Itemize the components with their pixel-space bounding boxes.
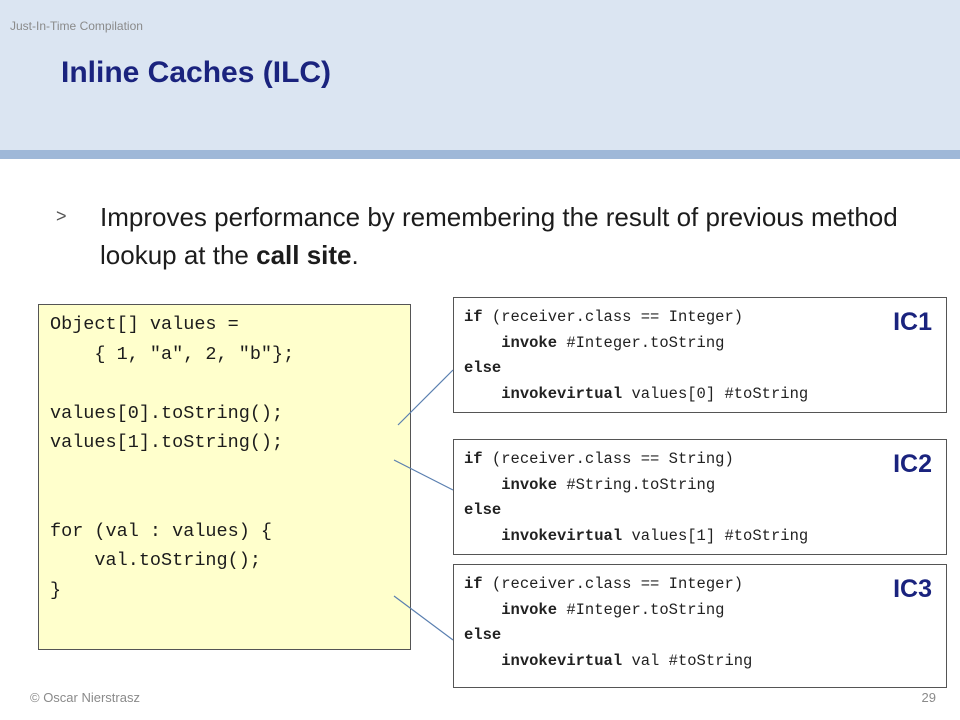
code-line: for (val : values) { [50, 520, 273, 542]
connector-line-ic3 [393, 595, 454, 641]
connector-line-ic2 [393, 459, 454, 491]
source-code-box [38, 304, 411, 650]
if-keyword: if [464, 575, 483, 593]
inline-cache-label: IC2 [893, 450, 932, 478]
inline-cache-box-ic2: if (receiver.class == String) invoke #St… [453, 439, 947, 555]
inline-cache-box-ic1: if (receiver.class == Integer) invoke #I… [453, 297, 947, 413]
bullet-text-end: . [351, 240, 359, 270]
invoke-keyword: invoke [501, 600, 558, 619]
bullet-text: Improves performance by remembering the … [100, 202, 898, 270]
invokevirtual-keyword: invokevirtual [501, 651, 623, 670]
source-code: Object[] values = { 1, "a", 2, "b"}; val… [50, 310, 294, 605]
slide-title: Inline Caches (ILC) [61, 56, 332, 89]
fallback-target: values[1] #toString [622, 526, 809, 545]
header-band [0, 0, 960, 150]
inline-cache-label: IC1 [893, 308, 932, 336]
code-line: { 1, "a", 2, "b"}; [50, 343, 295, 365]
else-keyword: else [464, 501, 502, 519]
bullet-marker-icon: > [56, 206, 67, 226]
inline-cache-code: if (receiver.class == Integer) invoke #I… [464, 305, 808, 407]
section-label: Just-In-Time Compilation [10, 19, 143, 33]
inline-cache-code: if (receiver.class == Integer) invoke #I… [464, 572, 752, 674]
else-keyword: else [464, 359, 502, 377]
inline-cache-code: if (receiver.class == String) invoke #St… [464, 447, 808, 549]
inline-cache-label: IC3 [893, 575, 932, 603]
cache-condition: (receiver.class == String) [482, 450, 734, 468]
code-line: val.toString(); [50, 550, 261, 571]
footer-author: © Oscar Nierstrasz [30, 690, 140, 705]
else-keyword: else [464, 626, 502, 644]
cache-condition: (receiver.class == Integer) [482, 575, 744, 593]
code-line: values[0].toString(); [50, 402, 284, 424]
invoke-target: #Integer.toString [557, 600, 725, 619]
fallback-target: val #toString [622, 651, 753, 670]
bullet-point: Improves performance by remembering the … [100, 198, 920, 274]
code-line: Object[] values = [50, 314, 239, 335]
code-line: } [50, 579, 62, 601]
if-keyword: if [464, 450, 483, 468]
invoke-target: #String.toString [557, 475, 716, 494]
if-keyword: if [464, 308, 483, 326]
header-rule [0, 150, 960, 159]
bullet-emphasis: call site [256, 240, 352, 270]
invoke-keyword: invoke [501, 475, 558, 494]
invoke-keyword: invoke [501, 333, 558, 352]
connector-line-ic1 [397, 369, 454, 426]
cache-condition: (receiver.class == Integer) [482, 308, 744, 326]
invoke-target: #Integer.toString [557, 333, 725, 352]
fallback-target: values[0] #toString [622, 384, 809, 403]
invokevirtual-keyword: invokevirtual [501, 526, 623, 545]
code-line: values[1].toString(); [50, 432, 284, 453]
page-number: 29 [921, 690, 936, 705]
inline-cache-box-ic3: if (receiver.class == Integer) invoke #I… [453, 564, 947, 688]
invokevirtual-keyword: invokevirtual [501, 384, 623, 403]
